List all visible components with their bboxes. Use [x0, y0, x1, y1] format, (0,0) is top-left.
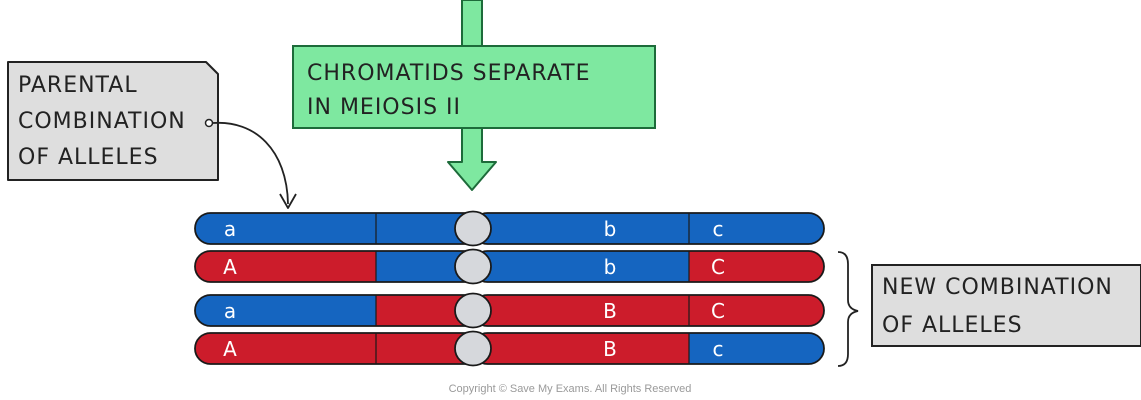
chromatid: a b c	[194, 210, 825, 247]
allele-label: A	[223, 337, 237, 361]
centromere	[454, 210, 492, 247]
process-box-rect	[292, 45, 656, 129]
allele-label: b	[604, 217, 617, 241]
centromere	[454, 292, 492, 329]
new-combination-line1: NEW COMBINATION	[882, 275, 1113, 300]
segment	[689, 333, 824, 364]
segment	[472, 213, 690, 244]
segment	[195, 295, 377, 326]
chromatid-left-arm	[195, 213, 480, 244]
parental-label-box: PARENTAL COMBINATION OF ALLELES	[7, 61, 297, 209]
process-box: CHROMATIDS SEPARATE IN MEIOSIS II	[292, 45, 656, 129]
centromere	[454, 330, 492, 367]
segment	[689, 213, 824, 244]
segment	[195, 251, 377, 282]
segment	[472, 295, 690, 326]
parental-label-line3: OF ALLELES	[18, 145, 159, 170]
chromatid-right-arm	[472, 251, 824, 282]
allele-label: B	[603, 299, 617, 323]
new-combination-line2: OF ALLELES	[882, 313, 1023, 338]
segment	[689, 295, 824, 326]
recombinant-bracket	[837, 251, 859, 367]
allele-label: c	[713, 217, 724, 241]
process-box-line2: IN MEIOSIS II	[307, 95, 461, 120]
chromatid-left-arm	[195, 333, 480, 364]
allele-label: C	[711, 299, 725, 323]
parental-label-line2: COMBINATION	[18, 109, 186, 134]
parental-label-line1: PARENTAL	[18, 73, 138, 98]
allele-label: b	[604, 255, 617, 279]
connector-dot	[204, 118, 214, 128]
segment	[472, 333, 690, 364]
allele-label: A	[223, 255, 237, 279]
allele-label: C	[711, 255, 725, 279]
process-box-line1: CHROMATIDS SEPARATE	[307, 61, 591, 86]
segment	[472, 251, 690, 282]
chromatid-left-arm	[195, 295, 480, 326]
chromatid-right-arm	[472, 213, 824, 244]
chromatid-right-arm	[472, 333, 824, 364]
segment	[195, 333, 377, 364]
new-combination-label-rect	[871, 264, 1141, 347]
allele-label: a	[224, 217, 236, 241]
chromatid-right-arm	[472, 295, 824, 326]
copyright-text: Copyright © Save My Exams. All Rights Re…	[449, 383, 692, 395]
new-combination-label-box: NEW COMBINATION OF ALLELES	[871, 264, 1141, 347]
parental-connector-arrowhead	[279, 193, 297, 209]
allele-label: c	[713, 337, 724, 361]
chromatid-left-arm	[195, 251, 480, 282]
segment	[689, 251, 824, 282]
parental-connector-arrow	[212, 122, 289, 205]
allele-label: a	[224, 299, 236, 323]
segment	[195, 213, 377, 244]
centromere	[454, 248, 492, 285]
parental-label-rect	[7, 61, 219, 181]
allele-label: B	[603, 337, 617, 361]
